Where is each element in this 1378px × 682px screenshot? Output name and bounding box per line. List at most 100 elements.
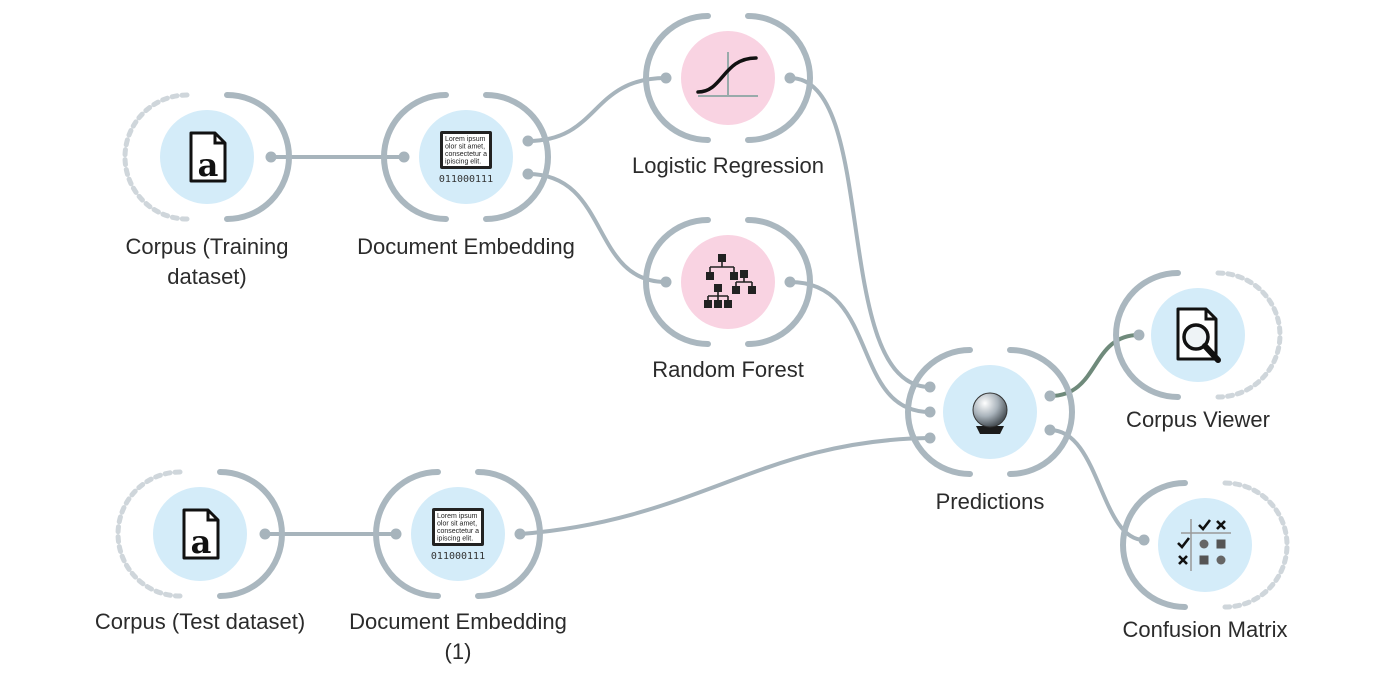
link-rforest-to-predictions[interactable] (788, 280, 932, 414)
node-label: Corpus Viewer (1126, 405, 1270, 435)
node-label-line: Corpus Viewer (1126, 407, 1270, 432)
output-port[interactable] (784, 276, 796, 288)
output-port[interactable] (784, 72, 796, 84)
node-label-line: (1) (444, 639, 472, 664)
link-doc_embed-to-rforest[interactable] (526, 172, 668, 284)
icon-wrapper (696, 52, 758, 97)
node-label: Random Forest (652, 355, 804, 385)
node-label-line: Corpus (Training (125, 234, 289, 259)
output-bracket (217, 469, 285, 599)
input-port[interactable] (660, 276, 672, 288)
svg-text:ipiscing elit.: ipiscing elit. (437, 536, 473, 543)
icon-wrapper: a (182, 508, 220, 561)
icon-wrapper (704, 254, 756, 308)
svg-text:Lorem ipsum: Lorem ipsum (437, 513, 478, 520)
node-label: Confusion Matrix (1122, 615, 1287, 645)
output-bracket (224, 92, 292, 222)
node-label: Document Embedding (1) (349, 607, 567, 667)
output-port[interactable] (514, 528, 526, 540)
input-bracket-dashed (122, 92, 190, 222)
svg-text:a: a (191, 523, 212, 561)
input-bracket (905, 347, 973, 477)
input-port[interactable] (1138, 534, 1150, 546)
output-port[interactable] (265, 151, 277, 163)
output-port[interactable] (522, 135, 534, 147)
icon-wrapper (1177, 519, 1231, 571)
link-predictions-to-corpus_viewer[interactable] (1048, 333, 1141, 398)
output-bracket-dashed (1215, 270, 1283, 400)
input-bracket (643, 13, 711, 143)
output-bracket (745, 217, 813, 347)
node-label: Corpus (Test dataset) (95, 607, 305, 637)
svg-text:011000111: 011000111 (439, 174, 493, 185)
input-bracket (643, 217, 711, 347)
output-bracket-dashed (1222, 480, 1290, 610)
output-port[interactable] (1044, 424, 1056, 436)
node-label-line: Corpus (Test dataset) (94, 609, 306, 634)
node-corpus-test[interactable]: a (115, 469, 285, 599)
node-confusion[interactable] (1120, 480, 1290, 610)
node-label-line: Document Embedding (357, 234, 575, 259)
input-port[interactable] (1133, 329, 1145, 341)
input-bracket-dashed (115, 469, 183, 599)
node-label-line: Confusion Matrix (1122, 617, 1288, 642)
node-logreg[interactable] (643, 13, 813, 143)
random-forest-tree-icon (704, 254, 756, 308)
output-port[interactable] (1044, 390, 1056, 402)
input-port[interactable] (924, 381, 936, 393)
logistic-curve-icon (696, 52, 758, 97)
svg-text:011000111: 011000111 (431, 551, 485, 562)
corpus-document-icon: a (182, 508, 220, 561)
corpus-document-icon: a (189, 131, 227, 184)
svg-text:consectetur a: consectetur a (437, 528, 479, 535)
link-doc_embed-to-logreg[interactable] (526, 76, 668, 143)
node-label: Logistic Regression (632, 151, 824, 181)
node-label-line: Predictions (935, 489, 1045, 514)
input-bracket (373, 469, 441, 599)
input-bracket (1113, 270, 1181, 400)
icon-wrapper: a (189, 131, 227, 184)
links-layer (263, 76, 1146, 542)
svg-text:consectetur a: consectetur a (445, 151, 487, 158)
node-corpus-viewer[interactable] (1113, 270, 1283, 400)
input-bracket (1120, 480, 1188, 610)
confusion-matrix-icon (1177, 519, 1231, 571)
node-circle[interactable] (681, 235, 775, 329)
output-bracket (475, 469, 543, 599)
node-label-line: dataset) (167, 264, 247, 289)
svg-text:olor sit amet,: olor sit amet, (437, 521, 477, 528)
node-predictions[interactable] (905, 347, 1075, 477)
link-doc_embed1-to-predictions[interactable] (518, 436, 932, 536)
output-port[interactable] (522, 168, 534, 180)
svg-text:ipiscing elit.: ipiscing elit. (445, 159, 481, 166)
node-label: Corpus (Training dataset) (125, 232, 288, 292)
output-bracket (483, 92, 551, 222)
node-label-line: Random Forest (652, 357, 804, 382)
input-port[interactable] (924, 432, 936, 444)
input-port[interactable] (660, 72, 672, 84)
crystal-ball-icon (972, 392, 1008, 434)
node-label-line: Document Embedding (349, 609, 567, 634)
output-bracket (745, 13, 813, 143)
link-logreg-to-predictions[interactable] (788, 76, 932, 389)
input-port[interactable] (924, 406, 936, 418)
input-port[interactable] (390, 528, 402, 540)
input-bracket (381, 92, 449, 222)
svg-text:olor sit amet,: olor sit amet, (445, 144, 485, 151)
input-port[interactable] (398, 151, 410, 163)
svg-text:Lorem ipsum: Lorem ipsum (445, 136, 486, 143)
output-port[interactable] (259, 528, 271, 540)
node-rforest[interactable] (643, 217, 813, 347)
node-label-line: Logistic Regression (632, 153, 824, 178)
output-bracket (1007, 347, 1075, 477)
svg-text:a: a (198, 146, 219, 184)
node-corpus-train[interactable]: a (122, 92, 292, 222)
